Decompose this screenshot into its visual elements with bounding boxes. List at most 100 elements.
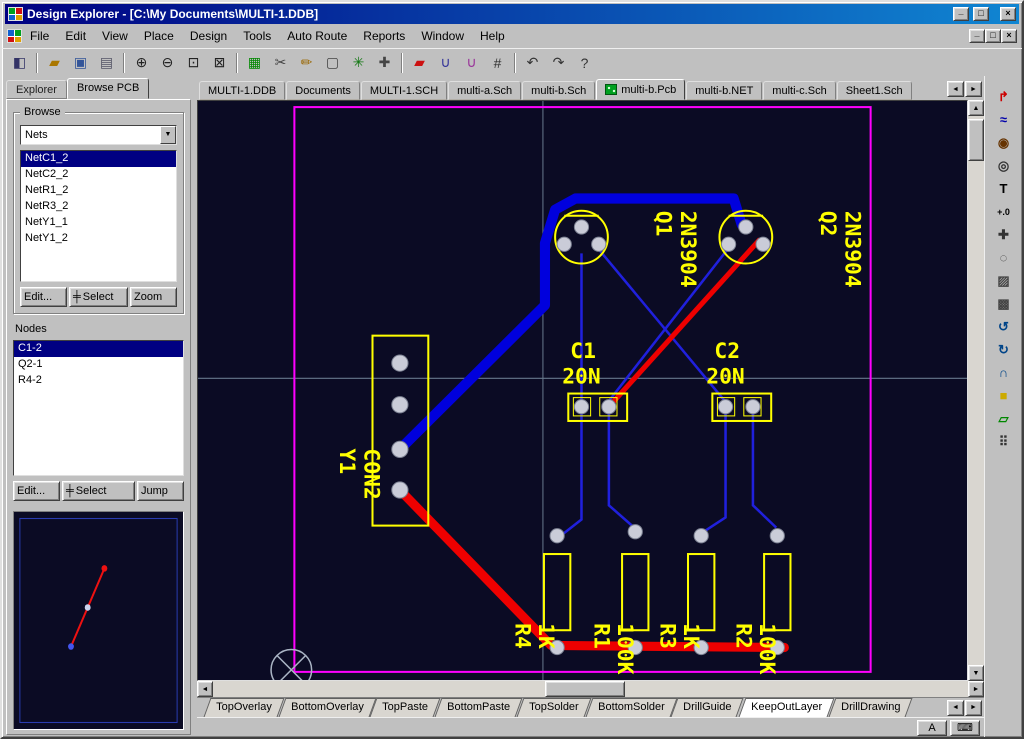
menu-item-file[interactable]: File bbox=[22, 25, 57, 47]
doc-tab-active[interactable]: multi-b.Pcb bbox=[596, 79, 685, 100]
doc-tab-scroll-right-button[interactable]: ► bbox=[965, 81, 982, 97]
hatch-fill-button[interactable]: ▨ bbox=[991, 270, 1017, 291]
explorer-panel-button[interactable]: ◧ bbox=[7, 51, 32, 74]
menu-item-edit[interactable]: Edit bbox=[57, 25, 94, 47]
net-list-item[interactable]: NetR1_2 bbox=[21, 183, 176, 199]
tab-browse-pcb[interactable]: Browse PCB bbox=[67, 78, 149, 99]
restore-button[interactable]: □ bbox=[973, 7, 989, 21]
layer-tab[interactable]: DrillGuide bbox=[671, 698, 744, 717]
zoom-all-button[interactable]: ⊠ bbox=[207, 51, 232, 74]
doc-tab[interactable]: multi-a.Sch bbox=[448, 81, 521, 100]
doc-tab[interactable]: Sheet1.Sch bbox=[837, 81, 912, 100]
string-text-button[interactable]: T bbox=[991, 178, 1017, 199]
node-select-button[interactable]: ╪Select bbox=[62, 481, 135, 501]
doc-tab-scroll-left-button[interactable]: ◄ bbox=[947, 81, 964, 97]
dimension-button[interactable]: +.0 bbox=[991, 201, 1017, 222]
nets-list[interactable]: NetC1_2 NetC2_2 NetR1_2 NetR3_2 NetY1_1 … bbox=[20, 150, 177, 282]
net-select-button[interactable]: ╪Select bbox=[69, 287, 128, 307]
browse-mode-dropdown[interactable]: Nets ▼ bbox=[20, 125, 177, 145]
pad-button[interactable]: ◉ bbox=[991, 132, 1017, 153]
pencil-route-button[interactable]: ✏ bbox=[294, 51, 319, 74]
move-button[interactable]: ✚ bbox=[372, 51, 397, 74]
chevron-down-icon[interactable]: ▼ bbox=[160, 126, 176, 144]
doc-tab[interactable]: multi-b.Sch bbox=[522, 81, 595, 100]
layer-tab[interactable]: BottomOverlay bbox=[278, 698, 376, 717]
net-zoom-button[interactable]: Zoom bbox=[130, 287, 177, 307]
arc-ccw-button[interactable]: ↺ bbox=[991, 316, 1017, 337]
print-button[interactable]: ▤ bbox=[94, 51, 119, 74]
doc-tab[interactable]: Documents bbox=[286, 81, 360, 100]
select-area-button[interactable]: ▢ bbox=[320, 51, 345, 74]
net-list-item[interactable]: NetY1_1 bbox=[21, 215, 176, 231]
hscroll-track[interactable] bbox=[213, 681, 968, 697]
mdi-minimize-button[interactable]: _ bbox=[969, 29, 985, 43]
node-list-item[interactable]: Q2-1 bbox=[14, 357, 183, 373]
net-list-item[interactable]: NetC2_2 bbox=[21, 167, 176, 183]
vertical-scrollbar[interactable]: ▲ ▼ bbox=[968, 100, 984, 681]
open-document-button[interactable]: ▰ bbox=[42, 51, 67, 74]
arc-cw-button[interactable]: ↻ bbox=[991, 339, 1017, 360]
scroll-up-button[interactable]: ▲ bbox=[968, 100, 984, 116]
doc-tab[interactable]: MULTI-1.SCH bbox=[361, 81, 447, 100]
net-edit-button[interactable]: Edit... bbox=[20, 287, 67, 307]
vscroll-thumb[interactable] bbox=[968, 119, 984, 161]
grid-toggle-button[interactable]: # bbox=[485, 51, 510, 74]
close-button[interactable]: × bbox=[1000, 7, 1016, 21]
layer-tab[interactable]: BottomSolder bbox=[585, 698, 677, 717]
solid-fill-button[interactable]: ▩ bbox=[991, 293, 1017, 314]
document-icon[interactable] bbox=[7, 29, 22, 43]
vscroll-track[interactable] bbox=[968, 116, 984, 665]
menu-item-place[interactable]: Place bbox=[136, 25, 182, 47]
arc-any-button[interactable]: ∩ bbox=[991, 362, 1017, 383]
redo-button[interactable]: ↷ bbox=[546, 51, 571, 74]
app-icon[interactable] bbox=[8, 7, 23, 21]
circle-button[interactable]: ◌ bbox=[991, 247, 1017, 268]
menu-item-reports[interactable]: Reports bbox=[355, 25, 413, 47]
menu-item-tools[interactable]: Tools bbox=[235, 25, 279, 47]
mdi-close-button[interactable]: × bbox=[1001, 29, 1017, 43]
scroll-right-button[interactable]: ► bbox=[968, 681, 984, 697]
menu-item-auto-route[interactable]: Auto Route bbox=[279, 25, 355, 47]
node-list-item[interactable]: C1-2 bbox=[14, 341, 183, 357]
layer-tab-scroll-left-button[interactable]: ◄ bbox=[947, 700, 964, 716]
menu-item-window[interactable]: Window bbox=[413, 25, 472, 47]
net-list-item[interactable]: NetC1_2 bbox=[21, 151, 176, 167]
scroll-left-button[interactable]: ◄ bbox=[197, 681, 213, 697]
node-jump-button[interactable]: Jump bbox=[137, 481, 184, 501]
layer-tab[interactable]: DrillDrawing bbox=[828, 698, 912, 717]
net-list-item[interactable]: NetR3_2 bbox=[21, 199, 176, 215]
layer-tab[interactable]: BottomPaste bbox=[435, 698, 523, 717]
nodes-list[interactable]: C1-2 Q2-1 R4-2 bbox=[13, 340, 184, 476]
pcb-editor-canvas[interactable]: Q1 2N3904 Q2 2N3904 C1 20N C2 20N Y1 CON… bbox=[197, 100, 968, 681]
horizontal-scrollbar[interactable]: ◄ ► bbox=[197, 681, 984, 697]
menu-item-help[interactable]: Help bbox=[472, 25, 513, 47]
save-button[interactable]: ▣ bbox=[68, 51, 93, 74]
rectangle-fill-button[interactable]: ■ bbox=[991, 385, 1017, 406]
layer-tab[interactable]: TopOverlay bbox=[204, 698, 285, 717]
node-list-item[interactable]: R4-2 bbox=[14, 373, 183, 389]
keyboard-panel-button[interactable]: ⌨ bbox=[950, 720, 980, 736]
tab-explorer[interactable]: Explorer bbox=[6, 80, 67, 99]
text-mask-button[interactable]: A bbox=[917, 720, 947, 736]
layer-tab[interactable]: TopSolder bbox=[517, 698, 591, 717]
hscroll-thumb[interactable] bbox=[545, 681, 625, 697]
doc-tab[interactable]: multi-b.NET bbox=[686, 81, 762, 100]
layer-tab[interactable]: TopPaste bbox=[370, 698, 441, 717]
layer-tab-active[interactable]: KeepOutLayer bbox=[738, 698, 834, 717]
zoom-out-button[interactable]: ⊖ bbox=[155, 51, 180, 74]
scroll-down-button[interactable]: ▼ bbox=[968, 665, 984, 681]
unroute-all-button[interactable]: ∪ bbox=[459, 51, 484, 74]
layer-tab-scroll-right-button[interactable]: ► bbox=[965, 700, 982, 716]
menu-item-view[interactable]: View bbox=[94, 25, 136, 47]
polygon-pour-button[interactable]: ▱ bbox=[991, 408, 1017, 429]
undo-button[interactable]: ↶ bbox=[520, 51, 545, 74]
help-button[interactable]: ? bbox=[572, 51, 597, 74]
mdi-restore-button[interactable]: □ bbox=[985, 29, 1001, 43]
board-minimap[interactable] bbox=[13, 511, 184, 730]
track-button[interactable]: ≈ bbox=[991, 109, 1017, 130]
doc-tab[interactable]: multi-c.Sch bbox=[763, 81, 835, 100]
highlight-net-button[interactable]: ▰ bbox=[407, 51, 432, 74]
node-edit-button[interactable]: Edit... bbox=[13, 481, 60, 501]
zoom-in-button[interactable]: ⊕ bbox=[129, 51, 154, 74]
board-view-button[interactable]: ▦ bbox=[242, 51, 267, 74]
